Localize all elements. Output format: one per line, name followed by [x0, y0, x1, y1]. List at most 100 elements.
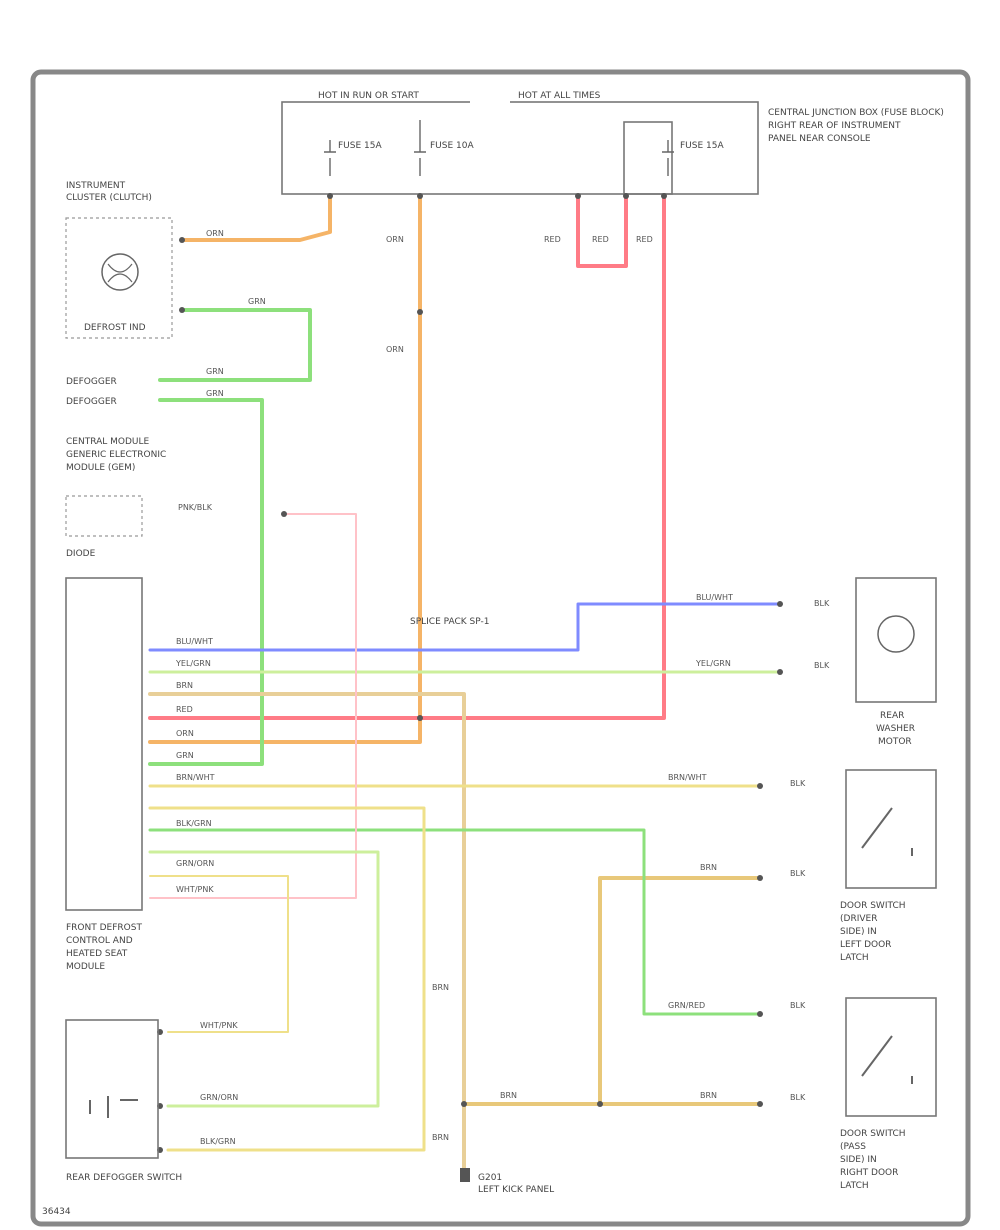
wire-label-red2: RED [592, 235, 609, 244]
fuse-right-title: HOT AT ALL TIMES [518, 91, 601, 101]
wire-label-red3: RED [636, 235, 653, 244]
wire-label-blkgrn1: BLK/GRN [176, 819, 212, 828]
wire-label-red1: RED [544, 235, 561, 244]
wire-label-grn3: GRN [206, 389, 224, 398]
main-module2: CONTROL AND [66, 936, 133, 946]
wire-label-red4: RED [176, 705, 193, 714]
switch1-label2: (DRIVER [840, 914, 877, 924]
wire-label-blk4: BLK [790, 869, 806, 878]
wire-whtpnk [149, 875, 289, 1033]
fuse-block [281, 101, 759, 195]
cluster-title2: CLUSTER (CLUTCH) [66, 193, 152, 203]
switch2-label1: DOOR SWITCH [840, 1129, 906, 1139]
wire-grnorn [148, 850, 380, 1108]
wire-label-brnwht1: BRN/WHT [176, 773, 215, 782]
switch2-label4: RIGHT DOOR [840, 1168, 898, 1178]
wire-label-pnk1: PNK/BLK [178, 503, 213, 512]
cluster-title: INSTRUMENT [66, 181, 126, 191]
wire-label-wht2: WHT/PNK [200, 1021, 238, 1030]
wire-label-blk3: BLK [790, 779, 806, 788]
wire-label-tan2: BRN [500, 1091, 517, 1100]
wire-label-orn4: ORN [176, 729, 194, 738]
fuse-a-label: FUSE 15A [338, 141, 382, 151]
wire-blkgrn [148, 806, 426, 1152]
switch2-box [845, 997, 937, 1117]
fuse-icons [324, 120, 674, 176]
motor-icon [877, 615, 915, 653]
wire-tan-main [148, 692, 466, 1174]
fuse-block-note2: RIGHT REAR OF INSTRUMENT [768, 121, 901, 131]
wire-label-grnred1: GRN/RED [668, 1001, 705, 1010]
wire-label-blu1: BLU/WHT [176, 637, 213, 646]
wire-label-grnorn1: GRN/ORN [176, 859, 214, 868]
switch2-icon [861, 1035, 913, 1084]
wire-tan-switch-up [598, 876, 762, 1106]
wire-label-tan3: BRN [700, 1091, 717, 1100]
control-module1: CENTRAL MODULE [66, 437, 150, 447]
fuse-block-note: CENTRAL JUNCTION BOX (FUSE BLOCK) [768, 108, 944, 118]
rear-switch-icon [89, 1096, 138, 1118]
wire-label-grn2: GRN [206, 367, 224, 376]
wire-label-tan1: BRN [700, 863, 717, 872]
wire-label-blk5: BLK [790, 1001, 806, 1010]
wire-red-main [148, 194, 666, 720]
wire-label-brn3: BRN [432, 1133, 449, 1142]
wire-label-grn1: GRN [248, 297, 266, 306]
wire-green-main [148, 398, 264, 766]
main-module1: FRONT DEFROST [66, 923, 142, 933]
connector-dots [157, 193, 783, 1153]
main-module3: HEATED SEAT [66, 949, 128, 959]
wire-label-grn4: GRN [176, 751, 194, 760]
indicator-label: DEFROST IND [84, 323, 146, 333]
main-module-box [65, 577, 143, 911]
wire-label-orn2: ORN [386, 235, 404, 244]
wire-label-blk1: BLK [814, 599, 830, 608]
rear-switch-box [65, 1019, 159, 1159]
switch1-label1: DOOR SWITCH [840, 901, 906, 911]
ground-label2: LEFT KICK PANEL [478, 1185, 554, 1195]
motor-box [855, 577, 937, 703]
wire-label-brnwht2: BRN/WHT [668, 773, 707, 782]
switch1-label5: LATCH [840, 953, 869, 963]
rear-switch-label: REAR DEFOGGER SWITCH [66, 1173, 182, 1183]
wire-green-cluster [158, 308, 312, 382]
switch2-label2: (PASS [840, 1142, 866, 1152]
control-module3: MODULE (GEM) [66, 463, 135, 473]
fuse-subbox [623, 121, 673, 195]
wire-label-yel2: YEL/GRN [695, 659, 731, 668]
switch2-label3: SIDE) IN [840, 1155, 877, 1165]
wire-label-blu2: BLU/WHT [696, 593, 733, 602]
switch1-label3: SIDE) IN [840, 927, 877, 937]
wire-labels: ORN ORN ORN RED RED RED GRN GRN GRN PNK/… [175, 229, 830, 1146]
wire-blue [148, 602, 782, 652]
wire-label-grnorn2: GRN/ORN [200, 1093, 238, 1102]
control-module2: GENERIC ELECTRONIC [66, 450, 166, 460]
fuse-block-note3: PANEL NEAR CONSOLE [768, 134, 871, 144]
switch1-icon [861, 807, 913, 856]
wire-label-yel1: YEL/GRN [175, 659, 211, 668]
defrost-label2: DEFOGGER [66, 397, 117, 407]
wire-label-brn1: BRN [176, 681, 193, 690]
wire-label-orn3: ORN [386, 345, 404, 354]
wire-label-blk2: BLK [814, 661, 830, 670]
wire-label-orn1: ORN [206, 229, 224, 238]
ground-icon [460, 1168, 470, 1182]
motor-label2: WASHER [876, 724, 915, 734]
fuse-left-title: HOT IN RUN OR START [318, 91, 419, 101]
fuse-b-label: FUSE 10A [430, 141, 474, 151]
defrost-label1: DEFOGGER [66, 377, 117, 387]
motor-label3: MOTOR [878, 737, 912, 747]
cluster-box [65, 217, 173, 339]
wire-label-wht1: WHT/PNK [176, 885, 214, 894]
footer-code: 36434 [42, 1207, 71, 1217]
wire-grnred [148, 828, 762, 1016]
motor-label1: REAR [880, 711, 904, 721]
wire-orange-cluster [180, 194, 332, 242]
diode-label: DIODE [66, 549, 96, 559]
switch1-box [845, 769, 937, 889]
wire-pink [149, 513, 357, 899]
fuse-c-label: FUSE 15A [680, 141, 724, 151]
wire-label-blkgrn2: BLK/GRN [200, 1137, 236, 1146]
ground-label1: G201 [478, 1173, 502, 1183]
